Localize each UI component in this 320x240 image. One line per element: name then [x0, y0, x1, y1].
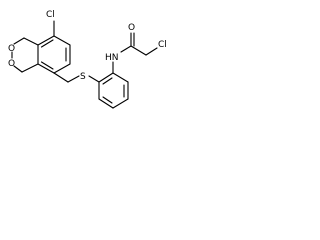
sulfur-label: S — [80, 72, 86, 82]
phenyl-ring — [98, 72, 129, 109]
molecule-canvas: Cl O O S HN O Cl — [8, 10, 167, 109]
o-ring-top-label: O — [8, 44, 15, 54]
thioether-linker — [53, 72, 100, 83]
carbonyl-o-label: O — [128, 23, 135, 33]
cl-left-label: Cl — [46, 10, 55, 20]
amide-chain — [112, 32, 158, 74]
dioxin-ring — [11, 37, 39, 73]
cl-right-label: Cl — [158, 40, 167, 50]
structure-diagram: Cl O O S HN O Cl — [0, 0, 182, 111]
o-ring-bottom-label: O — [8, 59, 15, 69]
benzo-ring — [37, 35, 71, 74]
nh-label: HN — [105, 53, 119, 63]
